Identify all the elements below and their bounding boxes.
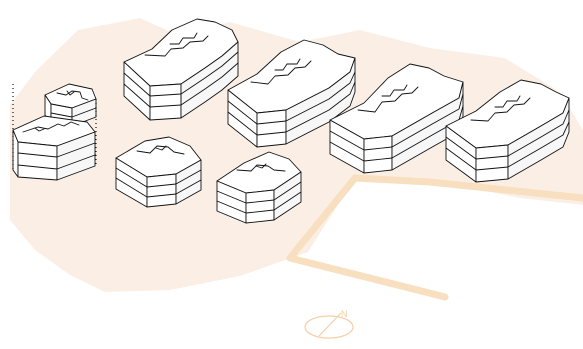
north-arrow-icon: N [305,309,353,338]
compass-north-label: N [341,309,348,319]
building-front-left-lower [13,116,95,180]
